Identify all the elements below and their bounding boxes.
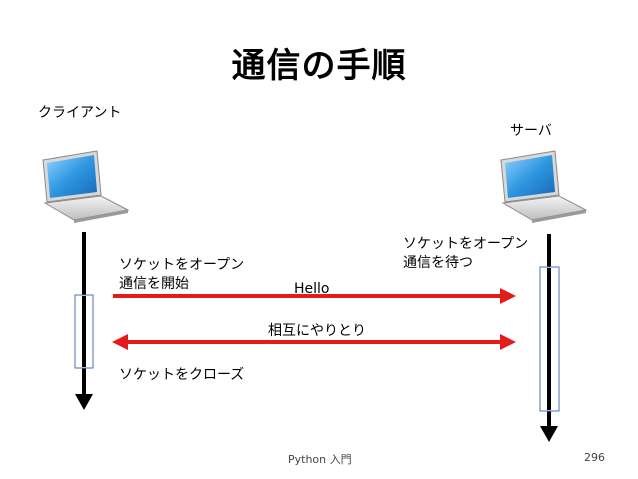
hello-message-label: Hello <box>294 281 330 297</box>
client-label: クライアント <box>38 105 122 121</box>
slide-title: 通信の手順 <box>231 46 407 86</box>
client-open-note: ソケットをオープン 通信を開始 <box>119 256 244 294</box>
exchange-message-label: 相互にやりとり <box>268 323 366 339</box>
exchange-arrow <box>112 334 516 350</box>
hello-arrow <box>113 288 516 304</box>
server-open-line-2: 通信を待つ <box>403 255 473 271</box>
server-open-line-1: ソケットをオープン <box>403 236 529 252</box>
server-label: サーバ <box>510 123 552 139</box>
footer-text: Python 入門 <box>288 453 352 466</box>
client-close-note: ソケットをクローズ <box>119 367 245 383</box>
page-number: 296 <box>584 451 605 464</box>
server-open-note: ソケットをオープン 通信を待つ <box>403 235 528 273</box>
client-open-line-2: 通信を開始 <box>119 276 189 292</box>
server-laptop-icon <box>500 150 588 223</box>
client-open-line-1: ソケットをオープン <box>119 257 245 273</box>
client-laptop-icon <box>42 150 130 223</box>
